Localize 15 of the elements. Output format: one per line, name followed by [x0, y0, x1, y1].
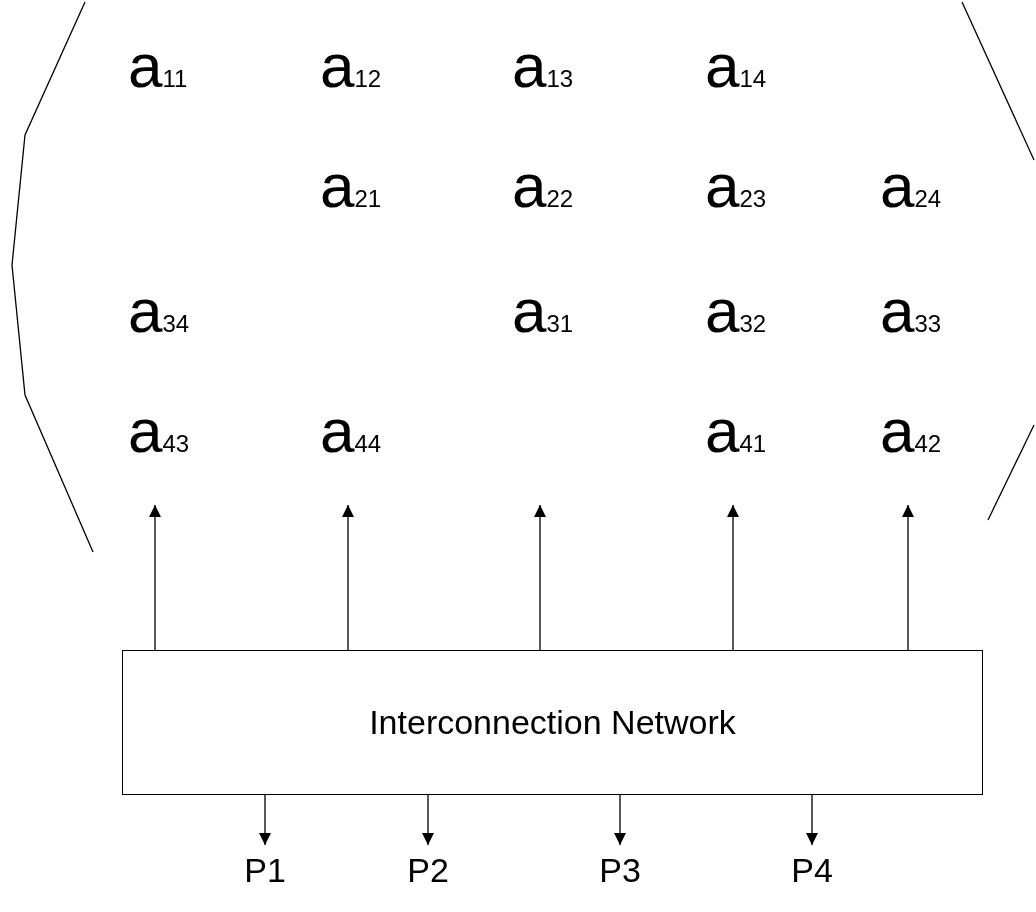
arrow — [806, 794, 818, 846]
arrow — [149, 504, 161, 651]
processor-label: P4 — [787, 848, 837, 892]
arrow — [534, 504, 546, 651]
processor-label: P3 — [595, 848, 645, 892]
arrow — [259, 794, 271, 846]
processor-label: P2 — [403, 848, 453, 892]
network-label: Interconnection Network — [369, 703, 736, 742]
arrow — [342, 504, 354, 651]
network-box — [122, 650, 983, 795]
arrow — [727, 504, 739, 651]
processor-label: P1 — [240, 848, 290, 892]
arrow — [902, 504, 914, 651]
arrow — [614, 794, 626, 846]
arrow — [422, 794, 434, 846]
